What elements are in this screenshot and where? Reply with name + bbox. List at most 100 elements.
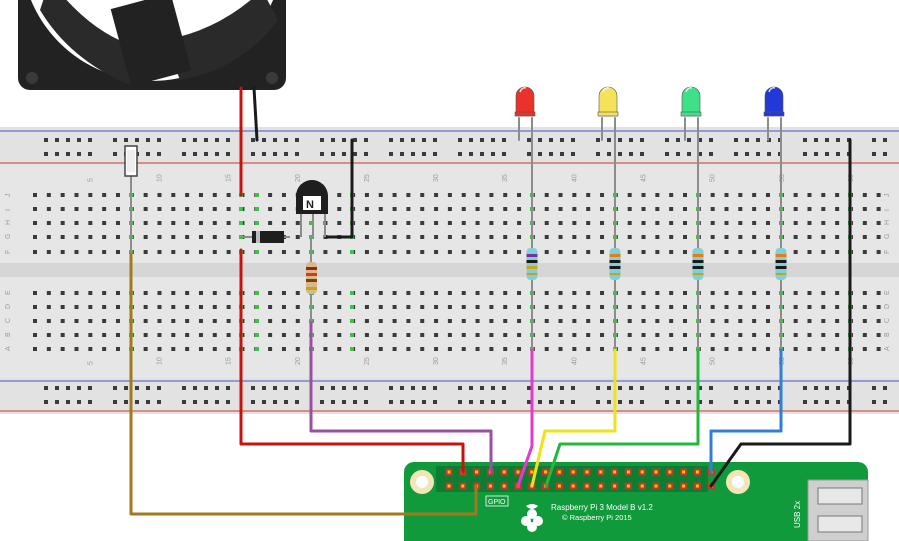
- rail-hole: [284, 400, 288, 404]
- hole: [420, 333, 425, 337]
- hole: [475, 193, 480, 197]
- hole: [171, 235, 176, 239]
- hole: [226, 235, 231, 239]
- hole: [572, 235, 577, 239]
- hole: [683, 207, 688, 211]
- hole: [489, 207, 494, 211]
- rail-hole: [400, 152, 404, 156]
- connected-hole: [255, 319, 259, 323]
- row-letter: B: [884, 332, 891, 337]
- led-resistor: [775, 248, 787, 280]
- hole: [420, 305, 425, 309]
- rail-hole: [353, 152, 357, 156]
- hole: [710, 319, 715, 323]
- rail-hole: [560, 152, 564, 156]
- rail-hole: [767, 386, 771, 390]
- hole: [337, 291, 342, 295]
- hole: [503, 319, 508, 323]
- hole: [281, 193, 286, 197]
- hole: [33, 347, 37, 351]
- rail-hole: [320, 400, 324, 404]
- rail-hole: [135, 386, 139, 390]
- rail-hole: [88, 152, 92, 156]
- rail-hole: [273, 138, 277, 142]
- red-wire-to-pi: [239, 248, 465, 474]
- hole: [807, 347, 812, 351]
- rail-hole: [157, 152, 161, 156]
- hole: [212, 305, 217, 309]
- hole: [475, 319, 480, 323]
- rail-hole: [803, 386, 807, 390]
- hole: [876, 207, 881, 211]
- rail-hole: [665, 400, 669, 404]
- hole: [226, 207, 231, 211]
- hole: [143, 333, 148, 337]
- hole: [641, 235, 646, 239]
- rail-hole: [400, 138, 404, 142]
- rail-hole: [124, 138, 128, 142]
- hole: [143, 221, 148, 225]
- rail-hole: [607, 386, 611, 390]
- hole: [558, 193, 563, 197]
- hole: [738, 193, 743, 197]
- rail-hole: [491, 152, 495, 156]
- hole: [392, 319, 397, 323]
- hole: [821, 305, 826, 309]
- resistor-band: [692, 260, 704, 263]
- hole: [558, 319, 563, 323]
- npn-transistor: N: [296, 180, 328, 237]
- hole: [544, 291, 549, 295]
- hole: [364, 207, 369, 211]
- rail-hole: [734, 138, 738, 142]
- hole: [420, 193, 425, 197]
- hole: [475, 207, 480, 211]
- rail-hole: [491, 138, 495, 142]
- hole: [295, 333, 300, 337]
- hole: [807, 221, 812, 225]
- rail-hole: [629, 386, 633, 390]
- hole: [102, 221, 107, 225]
- hole: [171, 221, 176, 225]
- hole: [226, 319, 231, 323]
- rail-hole: [756, 152, 760, 156]
- gpio-label: GPIO: [488, 499, 506, 506]
- rail-hole: [262, 138, 266, 142]
- row-letter: F: [5, 250, 12, 254]
- fan-blade-2: [165, 0, 278, 80]
- gpio-pin-core: [640, 470, 644, 474]
- hole: [724, 193, 729, 197]
- rail-hole: [204, 400, 208, 404]
- rail-hole: [745, 386, 749, 390]
- hole: [724, 347, 729, 351]
- rail-hole: [803, 152, 807, 156]
- column-number: 5: [87, 361, 94, 365]
- hole: [364, 333, 369, 337]
- hole: [710, 333, 715, 337]
- rail-hole: [44, 152, 48, 156]
- pi-model-text: Raspberry Pi 3 Model B v1.2: [551, 503, 653, 512]
- hole: [46, 221, 51, 225]
- rail-hole: [618, 400, 622, 404]
- rail-hole: [389, 138, 393, 142]
- connected-hole: [255, 250, 259, 254]
- hole: [724, 207, 729, 211]
- rail-hole: [331, 152, 335, 156]
- rail-hole: [756, 138, 760, 142]
- row-letter: C: [5, 318, 12, 323]
- hole: [406, 207, 411, 211]
- rail-hole: [480, 400, 484, 404]
- hole: [641, 333, 646, 337]
- hole: [821, 250, 826, 254]
- hole: [724, 235, 729, 239]
- rail-hole: [469, 152, 473, 156]
- gate-resistor: [306, 262, 317, 294]
- rail-hole: [353, 400, 357, 404]
- hole: [185, 221, 190, 225]
- hole: [765, 333, 770, 337]
- gpio-pin-core: [502, 484, 506, 488]
- hole: [157, 333, 162, 337]
- hole: [835, 221, 840, 225]
- hole: [683, 291, 688, 295]
- rail-hole: [734, 152, 738, 156]
- hole: [337, 221, 342, 225]
